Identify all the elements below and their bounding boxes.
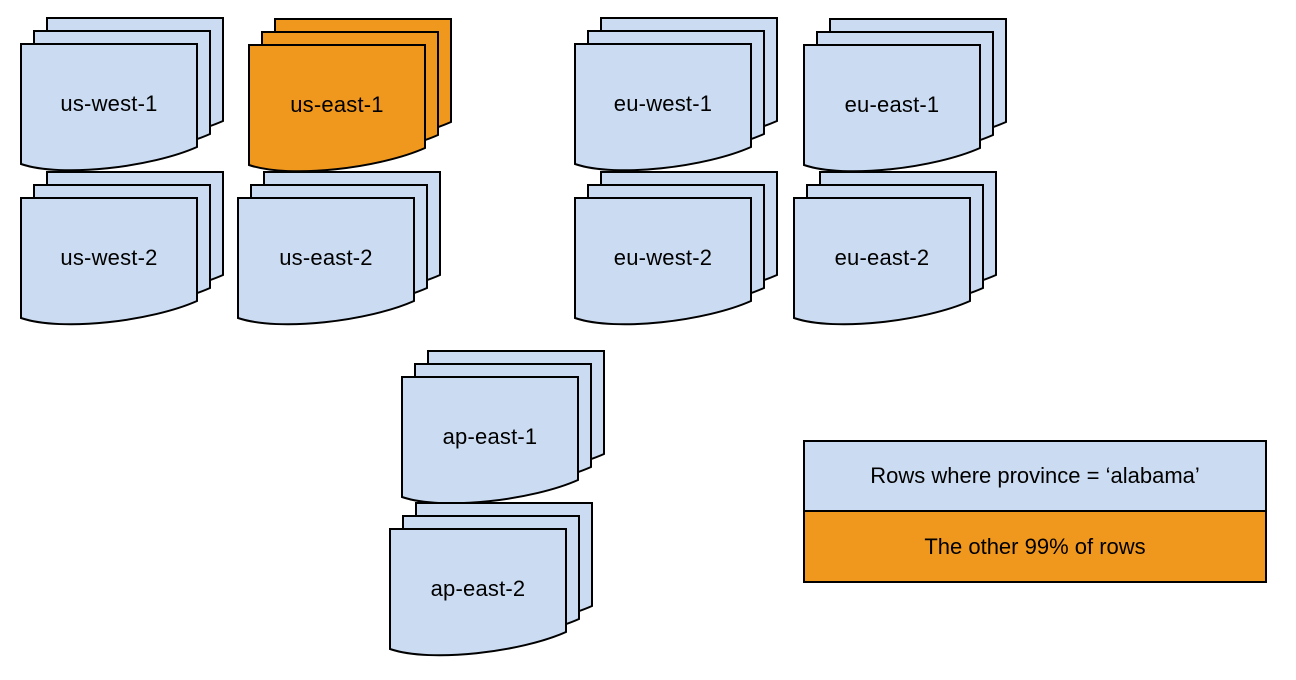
document-sheet-front [20, 43, 198, 172]
document-sheet-front [803, 44, 981, 173]
legend-box: Rows where province = ‘alabama’ The othe… [803, 440, 1267, 583]
document-sheet-front [20, 197, 198, 326]
document-sheet-front [389, 528, 567, 657]
document-sheet-front [574, 197, 752, 326]
region-stack-us-east-1: us-east-1 [248, 18, 452, 176]
legend-label-alabama: Rows where province = ‘alabama’ [870, 463, 1200, 488]
region-stack-us-west-2: us-west-2 [20, 171, 224, 329]
document-sheet-front [237, 197, 415, 326]
region-stack-eu-west-2: eu-west-2 [574, 171, 778, 329]
legend-row-alabama: Rows where province = ‘alabama’ [805, 442, 1265, 512]
region-stack-eu-east-1: eu-east-1 [803, 18, 1007, 176]
document-sheet-front [401, 376, 579, 505]
region-stack-us-east-2: us-east-2 [237, 171, 441, 329]
region-stack-eu-west-1: eu-west-1 [574, 17, 778, 175]
document-sheet-front [793, 197, 971, 326]
region-stack-ap-east-2: ap-east-2 [389, 502, 593, 660]
document-sheet-front [574, 43, 752, 172]
document-sheet-front [248, 44, 426, 173]
region-stack-us-west-1: us-west-1 [20, 17, 224, 175]
region-stack-ap-east-1: ap-east-1 [401, 350, 605, 508]
region-stack-eu-east-2: eu-east-2 [793, 171, 997, 329]
legend-label-other-rows: The other 99% of rows [924, 533, 1146, 559]
legend-row-other-rows: The other 99% of rows [805, 512, 1265, 581]
